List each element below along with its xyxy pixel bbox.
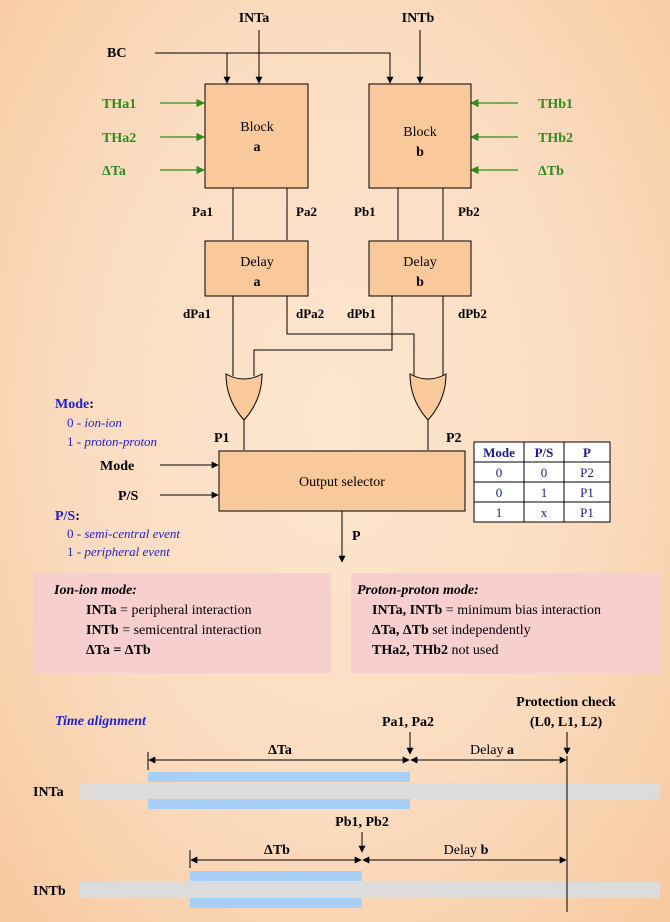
block-b	[368, 83, 472, 189]
proton-proton-line-1: ΔTa, ΔTb set independently	[372, 623, 531, 638]
pa-timing-label: Pa1, Pa2	[382, 715, 434, 730]
intb-timing-label: INTb	[33, 884, 66, 899]
ion-ion-title: Ion-ion mode:	[53, 583, 137, 598]
ion-ion-line-1: INTb = semicentral interaction	[86, 623, 261, 638]
proton-proton-line-0: INTa, INTb = minimum bias interaction	[372, 603, 601, 618]
table-cell: x	[541, 505, 548, 520]
delay-a-title: Delay	[240, 255, 273, 270]
table-cell: 1	[541, 485, 548, 500]
ion-ion-line-2: ΔTa = ΔTb	[86, 643, 151, 658]
delay-a	[204, 240, 309, 297]
intb-label: INTb	[402, 11, 435, 26]
dtb-label: ΔTb	[538, 164, 564, 179]
bc-line	[155, 52, 394, 84]
table-header-p: P	[583, 445, 591, 460]
block-b-title: Block	[403, 125, 436, 140]
ion-ion-line-0: INTa = peripheral interaction	[86, 603, 252, 618]
block-a	[204, 83, 309, 189]
block-a-letter: a	[254, 140, 261, 155]
inta-window-bottom	[148, 799, 410, 809]
pb1-label: Pb1	[354, 204, 376, 219]
proton-proton-line-2: THa2, THb2 not used	[372, 643, 499, 658]
tha1-label: THa1	[102, 97, 136, 112]
protection-check-label: Protection check	[516, 695, 616, 710]
ion-ion-note	[33, 573, 331, 673]
time-alignment-title: Time alignment	[55, 714, 147, 729]
p1-label: P1	[214, 431, 230, 446]
dpb1-label: dPb1	[347, 306, 376, 321]
delay-a-timing-label: Delay a	[470, 743, 514, 758]
table-cell: 0	[541, 465, 548, 480]
delay-b-timing-label: Delay b	[444, 843, 489, 858]
block-a-title: Block	[240, 120, 273, 135]
proton-proton-note	[351, 573, 660, 673]
p-output-label: P	[352, 529, 361, 544]
table-cell: P2	[580, 465, 594, 480]
inta-label: INTa	[239, 11, 270, 26]
dpa2-wire	[286, 296, 415, 376]
p2-label: P2	[446, 431, 462, 446]
delay-b	[368, 240, 472, 297]
mode-item-1: 1 - proton-proton	[67, 434, 157, 449]
output-selector-label: Output selector	[299, 475, 385, 490]
dpb2-label: dPb2	[458, 306, 487, 321]
delay-b-title: Delay	[403, 255, 436, 270]
delay-b-letter: b	[416, 275, 424, 290]
intb-timeline	[80, 882, 660, 898]
block-b-letter: b	[416, 145, 424, 160]
dpa2-label: dPa2	[296, 306, 324, 321]
ps-item-0: 0 - semi-central event	[67, 526, 180, 541]
dpb1-wire	[253, 296, 393, 376]
table-header-mode: Mode	[483, 445, 515, 460]
mode-legend-title: Mode:	[55, 397, 94, 412]
thb2-label: THb2	[538, 131, 573, 146]
table-cell: 1	[496, 505, 503, 520]
ps-legend-title: P/S:	[55, 509, 80, 524]
ps-input-label: P/S	[118, 489, 138, 504]
thb1-label: THb1	[538, 97, 573, 112]
table-cell: P1	[580, 505, 594, 520]
delay-a-letter: a	[254, 275, 261, 290]
pb-timing-label: Pb1, Pb2	[335, 815, 389, 830]
pa1-label: Pa1	[192, 204, 213, 219]
dta-label: ΔTa	[102, 164, 126, 179]
protection-check-levels: (L0, L1, L2)	[530, 715, 603, 730]
inta-window-top	[148, 772, 410, 782]
intb-window-bottom	[190, 898, 362, 908]
table-cell: 0	[496, 465, 503, 480]
dta-timing-label: ΔTa	[268, 743, 292, 758]
or-gate-2	[409, 373, 447, 421]
mode-item-0: 0 - ion-ion	[67, 415, 122, 430]
output-selector	[218, 450, 466, 512]
table-cell: P1	[580, 485, 594, 500]
mode-input-label: Mode	[100, 459, 134, 474]
table-cell: 0	[496, 485, 503, 500]
proton-proton-title: Proton-proton mode:	[357, 583, 479, 598]
bc-label: BC	[107, 46, 126, 61]
tha2-label: THa2	[102, 131, 136, 146]
dtb-timing-label: ΔTb	[264, 843, 290, 858]
inta-timeline	[80, 783, 660, 799]
pb2-label: Pb2	[458, 204, 480, 219]
or-gate-1	[225, 373, 263, 421]
pa2-label: Pa2	[296, 204, 317, 219]
table-header-ps: P/S	[535, 445, 554, 460]
dpa1-label: dPa1	[183, 306, 211, 321]
inta-timing-label: INTa	[33, 785, 64, 800]
ps-item-1: 1 - peripheral event	[67, 544, 170, 559]
intb-window-top	[190, 871, 362, 881]
truth-table: Mode P/S P 0 0 P2 0 1 P1 1 x P1	[473, 441, 611, 523]
